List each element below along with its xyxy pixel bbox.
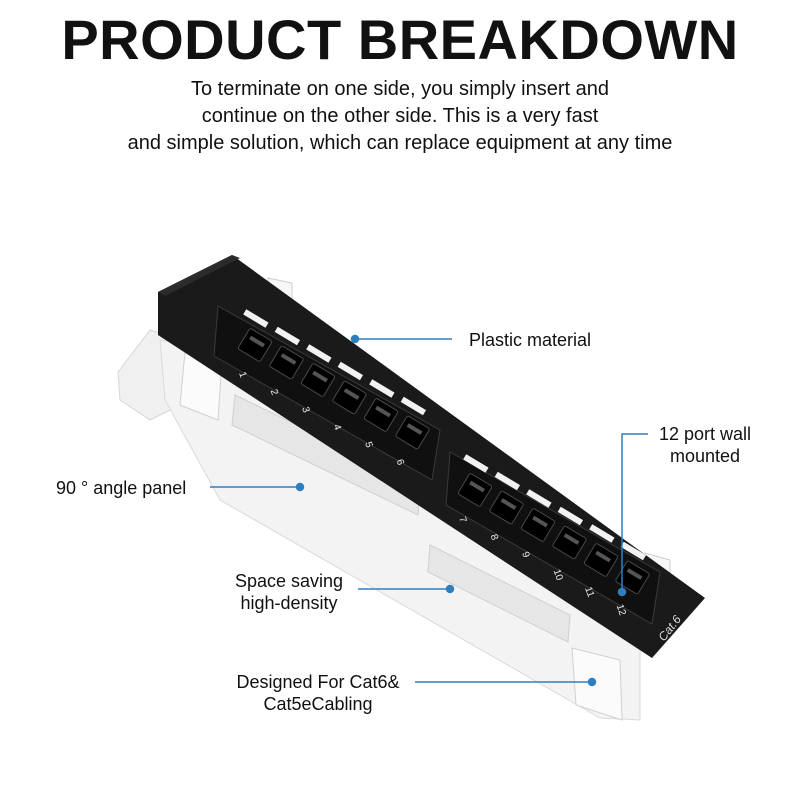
port-number: 7 bbox=[456, 515, 468, 524]
rj45-port bbox=[269, 345, 304, 380]
rj45-port bbox=[395, 415, 430, 450]
rj45-port bbox=[457, 473, 493, 507]
callout-plastic-material: Plastic material bbox=[469, 330, 592, 350]
port-number: 1 bbox=[236, 370, 248, 379]
rj45-port-contacts bbox=[312, 370, 328, 383]
port-number: 5 bbox=[362, 440, 374, 449]
callout-dot-angle bbox=[295, 482, 305, 492]
callout-space-line-1: Space saving bbox=[234, 571, 344, 591]
rj45-port bbox=[520, 508, 556, 542]
callout-cat-line-1: Designed For Cat6& bbox=[236, 672, 400, 692]
port-label-strip bbox=[494, 471, 521, 491]
rj45-port-contacts bbox=[375, 405, 391, 418]
rj45-port-contacts bbox=[626, 568, 643, 580]
callout-angle-panel: 90 ° angle panel bbox=[56, 478, 187, 498]
rj45-port-contacts bbox=[595, 550, 611, 563]
rj45-port-contacts bbox=[563, 533, 580, 545]
callout-cabling: Designed For Cat6& Cat5eCabling bbox=[226, 671, 410, 715]
rj45-port bbox=[489, 490, 524, 525]
callout-dot-cat bbox=[587, 677, 597, 687]
port-label-strip bbox=[463, 454, 489, 473]
description-line-3: and simple solution, which can replace e… bbox=[127, 132, 673, 154]
rj45-port-contacts bbox=[469, 480, 485, 493]
callout-lines bbox=[210, 334, 648, 687]
port-number: 11 bbox=[582, 585, 596, 599]
port-label-strip bbox=[589, 524, 615, 543]
port-label-strip bbox=[400, 396, 427, 416]
callout-wall-mounted: 12 port wall mounted bbox=[650, 423, 760, 467]
callout-space-line-2: high-density bbox=[240, 593, 338, 613]
callout-wall-line-2: mounted bbox=[669, 446, 741, 466]
rj45-ports bbox=[237, 328, 650, 595]
port-number: 10 bbox=[551, 568, 565, 583]
rj45-port bbox=[363, 398, 399, 432]
page-title: PRODUCT BREAKDOWN bbox=[61, 8, 739, 71]
bracket-foot-right bbox=[571, 647, 623, 721]
port-group-left-frame bbox=[213, 305, 441, 481]
port-label-strip bbox=[306, 344, 332, 363]
callout-wall-line-1: 12 port wall bbox=[658, 424, 752, 444]
rj45-port bbox=[332, 380, 367, 415]
callout-dot-wall bbox=[617, 587, 627, 597]
callout-dot-plastic bbox=[350, 334, 360, 344]
rj45-port-contacts bbox=[280, 353, 297, 365]
description: To terminate on one side, you simply ins… bbox=[60, 76, 740, 157]
rj45-port-contacts bbox=[532, 515, 548, 528]
port-label-strip bbox=[337, 361, 364, 381]
port-label-strips bbox=[243, 309, 647, 561]
rj45-port-contacts bbox=[343, 388, 360, 400]
port-label-strip bbox=[243, 309, 269, 328]
port-label-strip bbox=[369, 379, 395, 398]
port-number: 4 bbox=[331, 423, 343, 432]
description-line-1: To terminate on one side, you simply ins… bbox=[191, 78, 609, 100]
port-number: 8 bbox=[488, 533, 500, 542]
port-number: 2 bbox=[268, 388, 280, 397]
port-label-strip bbox=[274, 326, 301, 346]
description-line-2: continue on the other side. This is a ve… bbox=[201, 105, 599, 127]
callout-dot-space bbox=[445, 584, 455, 594]
callout-space-saving: Space saving high-density bbox=[222, 570, 356, 614]
port-number: 3 bbox=[299, 405, 311, 414]
rj45-port bbox=[552, 525, 587, 560]
rj45-port-contacts bbox=[406, 423, 423, 435]
rj45-port bbox=[583, 543, 619, 577]
rj45-port bbox=[237, 328, 273, 362]
callout-line-wall bbox=[621, 433, 648, 592]
rj45-port-contacts bbox=[500, 498, 517, 510]
rj45-port bbox=[300, 363, 336, 397]
panel-top-edge bbox=[158, 255, 240, 296]
port-number: 9 bbox=[519, 550, 531, 559]
callout-cat-line-2: Cat5eCabling bbox=[263, 694, 373, 714]
punchdown-block-right bbox=[427, 544, 571, 643]
port-number: 6 bbox=[394, 458, 406, 467]
port-label-strip bbox=[526, 489, 552, 508]
port-label-strip bbox=[620, 541, 647, 561]
port-label-strip bbox=[557, 506, 584, 526]
port-number: 12 bbox=[614, 603, 628, 618]
rj45-port-contacts bbox=[249, 335, 265, 348]
